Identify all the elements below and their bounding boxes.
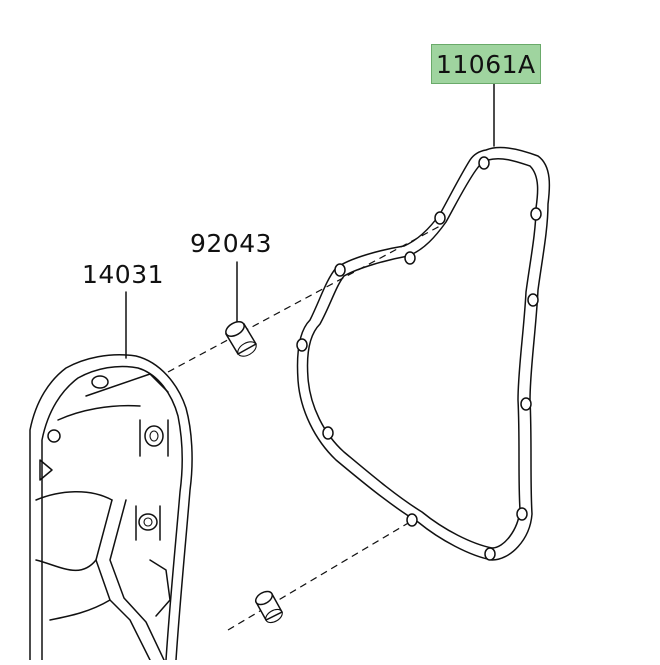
alignment-line-upper: [167, 225, 441, 373]
mounting-boss: [47, 429, 61, 443]
bolt-hole: [520, 397, 532, 411]
bolt-hole: [404, 251, 416, 265]
cover-14031: [29, 353, 193, 661]
bolt-hole: [334, 263, 346, 277]
alignment-line-lower: [227, 521, 411, 631]
bolt-hole: [516, 507, 528, 521]
part-number-label-11061a: 11061A: [431, 44, 541, 84]
mounting-boss: [91, 375, 109, 389]
bolt-hole: [527, 293, 539, 307]
dowel-pin-lower: [254, 590, 284, 624]
bolt-hole: [434, 211, 446, 225]
bolt-hole: [478, 156, 490, 170]
part-number-label-92043: 92043: [190, 229, 273, 258]
part-number-text: 11061A: [436, 49, 536, 79]
bolt-hole: [484, 547, 496, 561]
bolt-hole: [322, 426, 334, 440]
bolt-hole: [406, 513, 418, 527]
dowel-pin-92043: [224, 321, 258, 357]
part-number-label-14031: 14031: [82, 260, 165, 289]
mounting-boss: [144, 425, 164, 447]
bolt-hole: [530, 207, 542, 221]
bolt-hole: [296, 338, 308, 352]
gasket-11061a: [296, 146, 551, 561]
mounting-boss: [138, 513, 158, 531]
